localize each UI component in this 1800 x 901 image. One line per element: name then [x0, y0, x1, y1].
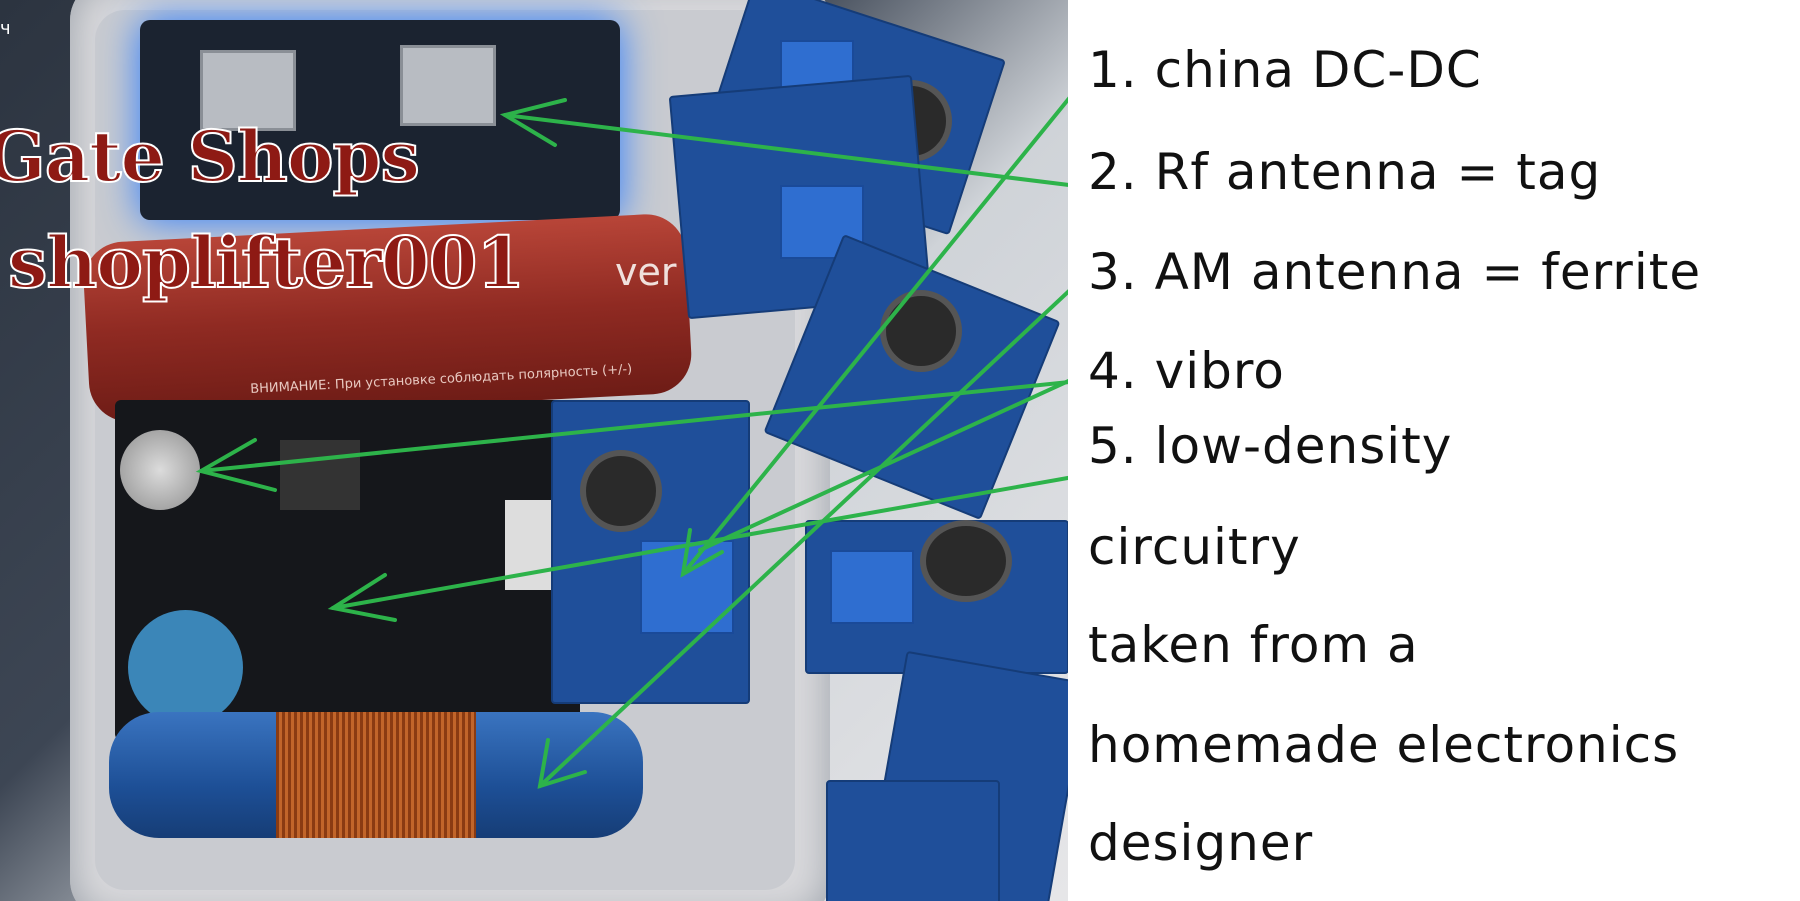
annotation-continuation-2: taken from a — [1088, 616, 1419, 674]
inductor — [920, 520, 1012, 602]
annotation-item-1: 1. china DC-DC — [1088, 41, 1482, 99]
watermark-line2: shoplifter001 — [7, 221, 526, 304]
annotation-continuation-1: circuitry — [1088, 518, 1301, 576]
capacitor — [128, 610, 243, 725]
annotation-item-5: 5. low-density — [1088, 417, 1453, 475]
annotation-continuation-4: designer — [1088, 814, 1314, 872]
regulator-chip — [280, 440, 360, 510]
component — [505, 500, 555, 590]
inductor — [880, 290, 962, 372]
usb-port — [400, 45, 496, 126]
dc-dc-module — [826, 780, 1000, 901]
annotation-item-2: 2. Rf antenna = tag — [1088, 143, 1602, 201]
usb-port — [200, 50, 296, 131]
potentiometer — [830, 550, 914, 624]
annotation-item-4: 4. vibro — [1088, 342, 1285, 400]
annotation-panel: 1. china DC-DC 2. Rf antenna = tag 3. AM… — [1068, 0, 1800, 901]
watermark-line1: Gate Shops — [0, 115, 421, 198]
battery-brand: ver — [615, 250, 677, 294]
annotation-item-3: 3. AM antenna = ferrite — [1088, 243, 1702, 301]
annotation-continuation-3: homemade electronics — [1088, 716, 1680, 774]
copper-coil — [276, 712, 476, 838]
inductor — [580, 450, 662, 532]
corner-text: ч — [0, 18, 11, 39]
vibro-motor — [120, 430, 200, 510]
potentiometer — [640, 540, 734, 634]
photo: ver ВНИМАНИЕ: При установке соблюдать по… — [0, 0, 1068, 901]
